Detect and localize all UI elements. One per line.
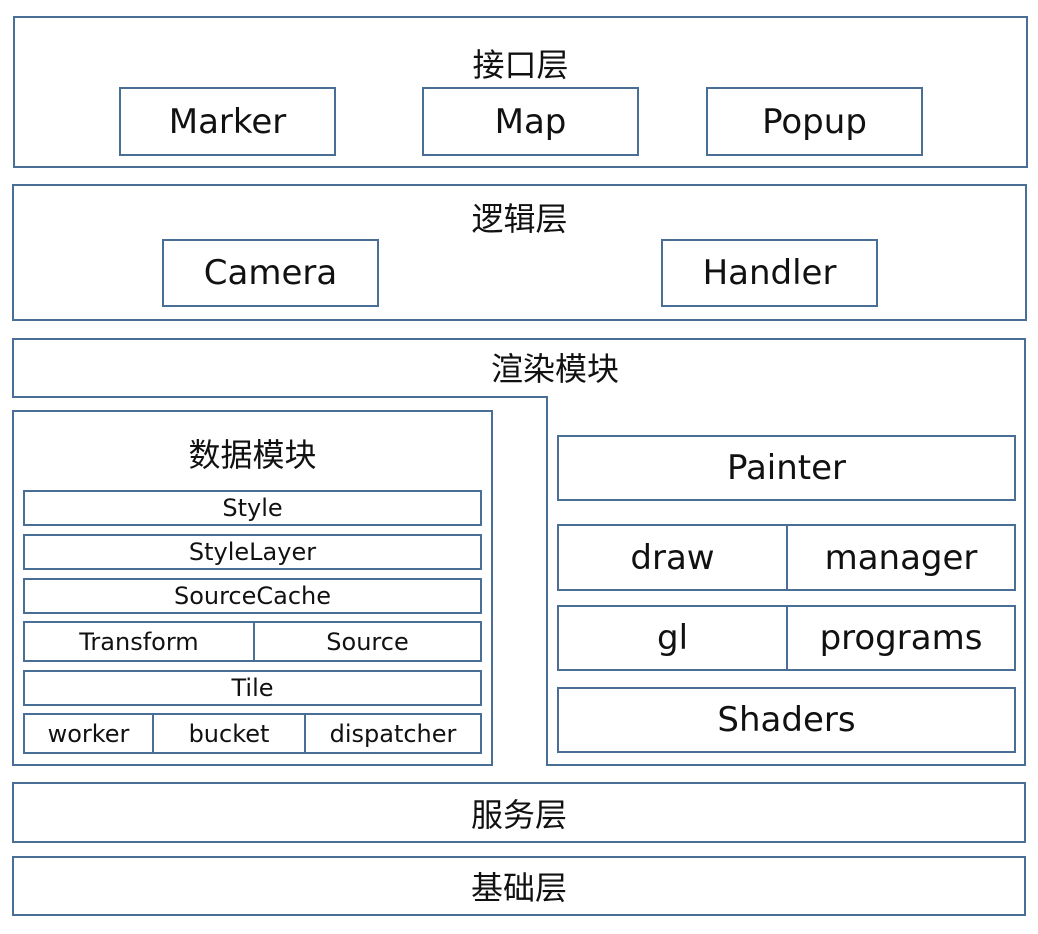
source-cache-box: SourceCache [23, 578, 482, 614]
shaders-box: Shaders [557, 687, 1016, 753]
base-layer: 基础层 [12, 856, 1026, 916]
draw-box: draw [557, 524, 788, 591]
worker-box: worker [23, 713, 154, 754]
handler-box: Handler [661, 239, 878, 307]
data-module-title: 数据模块 [188, 436, 317, 474]
interface-layer-title: 接口层 [472, 46, 569, 84]
style-box: Style [23, 490, 482, 526]
service-layer: 服务层 [12, 782, 1026, 843]
programs-box: programs [786, 605, 1016, 671]
bucket-box: bucket [152, 713, 306, 754]
render-module-title: 渲染模块 [490, 350, 619, 388]
dispatcher-box: dispatcher [304, 713, 482, 754]
style-layer-box: StyleLayer [23, 534, 482, 570]
gl-box: gl [557, 605, 788, 671]
logic-layer-title: 逻辑层 [471, 200, 568, 238]
map-box: Map [422, 87, 639, 156]
manager-box: manager [786, 524, 1016, 591]
source-box: Source [253, 621, 482, 662]
camera-box: Camera [162, 239, 379, 307]
tile-box: Tile [23, 670, 482, 706]
popup-box: Popup [706, 87, 923, 156]
painter-box: Painter [557, 435, 1016, 501]
marker-box: Marker [119, 87, 336, 156]
transform-box: Transform [23, 621, 255, 662]
